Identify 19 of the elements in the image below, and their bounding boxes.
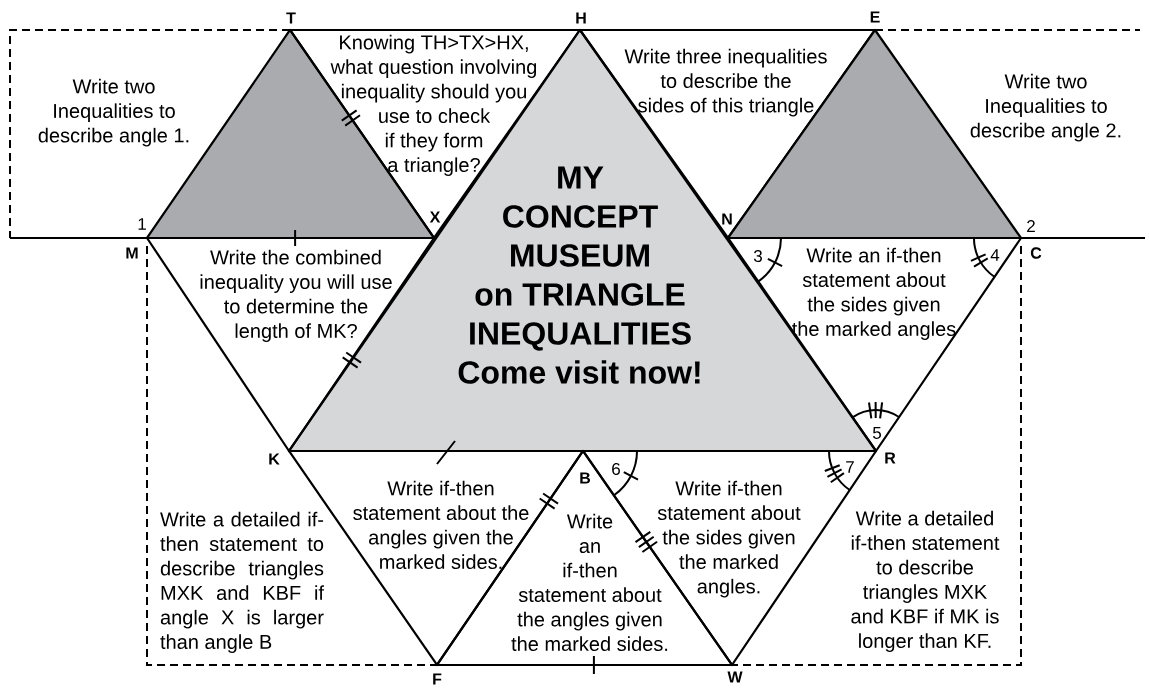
- vertex-label: M: [126, 247, 138, 259]
- angle-number: 7: [846, 461, 854, 473]
- vertex-label: E: [870, 11, 880, 23]
- vertex-label: T: [286, 12, 296, 24]
- vertex-label: B: [580, 472, 591, 484]
- vertex-label: K: [269, 453, 280, 465]
- vertex-label: C: [1030, 247, 1042, 259]
- angle-number: 4: [990, 249, 1000, 261]
- vertex-label: H: [576, 12, 586, 24]
- angle-number: 2: [1027, 220, 1035, 232]
- vertex-label: N: [722, 213, 732, 225]
- vertex-label: X: [429, 211, 441, 223]
- vertex-label: F: [433, 673, 442, 685]
- angle-number: 1: [138, 218, 146, 230]
- vertex-label: W: [727, 671, 743, 683]
- angle-number: 5: [872, 427, 881, 439]
- angle-number: 6: [612, 462, 620, 475]
- vertex-label: R: [885, 452, 896, 464]
- angle-number: 3: [753, 250, 762, 262]
